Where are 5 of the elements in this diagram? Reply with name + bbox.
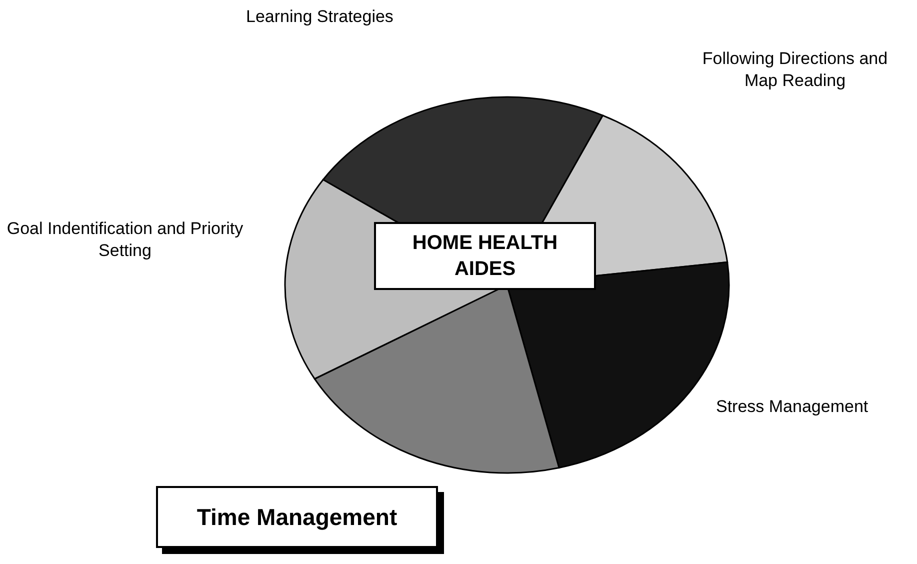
slice-label: Stress Management [716,396,870,418]
slice-label: Following Directions and Map Reading [701,48,889,92]
slice-label: Learning Strategies [246,6,394,28]
slice-label: Goal Indentification and Priority Setting [6,218,244,262]
center-title-box: HOME HEALTH AIDES [374,222,596,290]
